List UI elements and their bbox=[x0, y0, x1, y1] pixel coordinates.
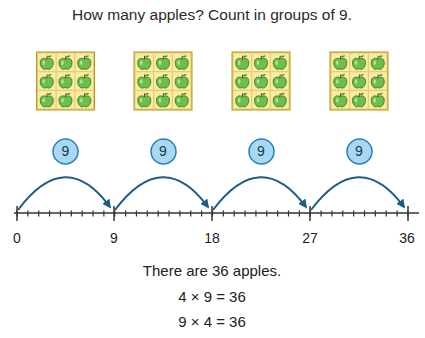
group-circle: 9 bbox=[248, 138, 275, 165]
apple-group bbox=[232, 52, 290, 110]
jump-arc bbox=[311, 177, 404, 210]
jump-arc bbox=[213, 177, 306, 210]
major-tick bbox=[309, 206, 311, 221]
number-line bbox=[14, 206, 419, 221]
jump-arcs bbox=[18, 177, 404, 210]
apple-group bbox=[134, 52, 192, 110]
apple-group bbox=[37, 52, 95, 110]
jump-arc bbox=[115, 177, 208, 210]
group-size: 9 bbox=[355, 144, 363, 158]
tick-number: 0 bbox=[13, 230, 21, 246]
circle-shape bbox=[53, 139, 78, 164]
major-tick bbox=[16, 206, 18, 221]
group-size: 9 bbox=[257, 144, 265, 158]
axis-line bbox=[14, 212, 419, 214]
major-tick bbox=[113, 206, 115, 221]
tick-number: 27 bbox=[302, 230, 318, 246]
jump-arc bbox=[18, 177, 110, 210]
tick-number: 36 bbox=[399, 230, 415, 246]
minor-ticks bbox=[16, 211, 410, 217]
circle-shape bbox=[151, 139, 176, 164]
title: How many apples? Count in groups of 9. bbox=[72, 6, 352, 24]
group-circle: 9 bbox=[150, 138, 177, 165]
tick-number: 18 bbox=[204, 230, 220, 246]
apple-group bbox=[330, 52, 388, 110]
answer-sentence: There are 36 apples. bbox=[143, 262, 281, 279]
major-tick bbox=[211, 206, 213, 221]
equation: 4 × 9 = 36 bbox=[178, 288, 246, 305]
circle-shape bbox=[347, 139, 372, 164]
group-circle: 9 bbox=[52, 138, 79, 165]
group-size: 9 bbox=[159, 144, 167, 158]
tick-number: 9 bbox=[110, 230, 118, 246]
major-tick bbox=[407, 206, 409, 221]
circle-shape bbox=[249, 139, 274, 164]
group-circle: 9 bbox=[346, 138, 373, 165]
equation: 9 × 4 = 36 bbox=[178, 313, 246, 330]
group-size: 9 bbox=[62, 144, 70, 158]
